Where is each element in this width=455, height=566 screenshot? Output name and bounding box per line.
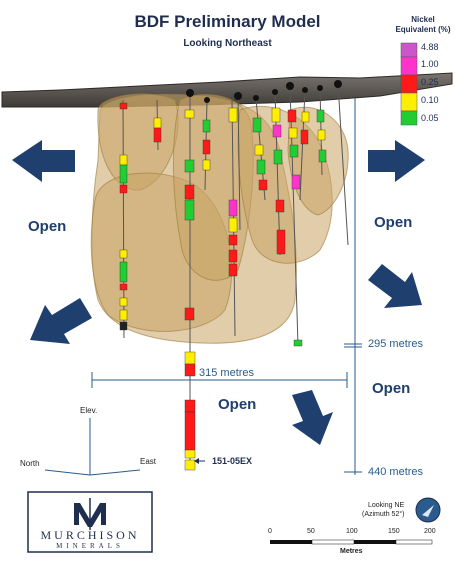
width-measure-label: 315 metres xyxy=(197,367,257,379)
page-subtitle: Looking Northeast xyxy=(183,38,272,49)
scale-bar xyxy=(270,539,433,545)
measurement-lines xyxy=(91,98,362,475)
logo-m-mark-icon xyxy=(74,503,106,527)
legend-value: 0.10 xyxy=(421,95,439,105)
legend-title: Nickel Equivalent (%) xyxy=(388,15,455,35)
scale-tick: 100 xyxy=(346,528,358,535)
legend-value: 1.00 xyxy=(421,59,439,69)
compass-line1: Looking NE xyxy=(368,502,405,509)
arrow-down-icon xyxy=(292,390,333,445)
drill-collars xyxy=(186,80,342,103)
legend-value: 0.05 xyxy=(421,113,439,123)
pointer-head-icon xyxy=(194,458,199,464)
open-label-center: Open xyxy=(218,396,257,413)
scale-tick: 50 xyxy=(307,528,315,535)
legend-title-line1: Nickel xyxy=(411,15,435,24)
logo-line2: MINERALS xyxy=(56,542,124,550)
open-arrows xyxy=(12,140,425,445)
logo-line1: MURCHISON xyxy=(40,528,140,542)
compass-pointer-icon xyxy=(422,505,434,517)
depth-295-label: 295 metres xyxy=(368,338,424,350)
legend-value: 0.25 xyxy=(421,77,439,87)
arrow-right-icon xyxy=(368,140,425,182)
scale-unit: Metres xyxy=(340,548,363,555)
open-label-right: Open xyxy=(374,214,413,231)
compass-line2: (Azimuth 52°) xyxy=(362,511,405,518)
hole-id-label: 151-05EX xyxy=(212,456,253,466)
orientation-axes xyxy=(44,418,141,476)
assay-intervals xyxy=(119,102,327,471)
depth-440-label: 440 metres xyxy=(368,466,424,478)
axis-up-label: Elev. xyxy=(80,406,98,415)
scale-tick: 200 xyxy=(424,528,436,535)
axis-left-label: North xyxy=(20,459,40,468)
legend-title-line2: Equivalent (%) xyxy=(395,25,451,34)
page-title: BDF Preliminary Model xyxy=(134,12,321,31)
legend-value: 4.88 xyxy=(421,42,439,52)
open-label-lower-right: Open xyxy=(372,380,411,397)
scale-tick: 150 xyxy=(388,528,400,535)
compass-badge xyxy=(415,497,441,523)
legend-color-bar xyxy=(400,42,418,126)
arrow-down-right-icon xyxy=(368,264,422,308)
arrow-left-icon xyxy=(12,140,75,182)
open-label-left: Open xyxy=(28,218,67,235)
logo-box xyxy=(27,491,153,553)
scale-tick: 0 xyxy=(268,528,272,535)
model-shells xyxy=(90,93,349,344)
arrow-down-left-icon xyxy=(30,298,92,344)
axis-right-label: East xyxy=(140,457,157,466)
